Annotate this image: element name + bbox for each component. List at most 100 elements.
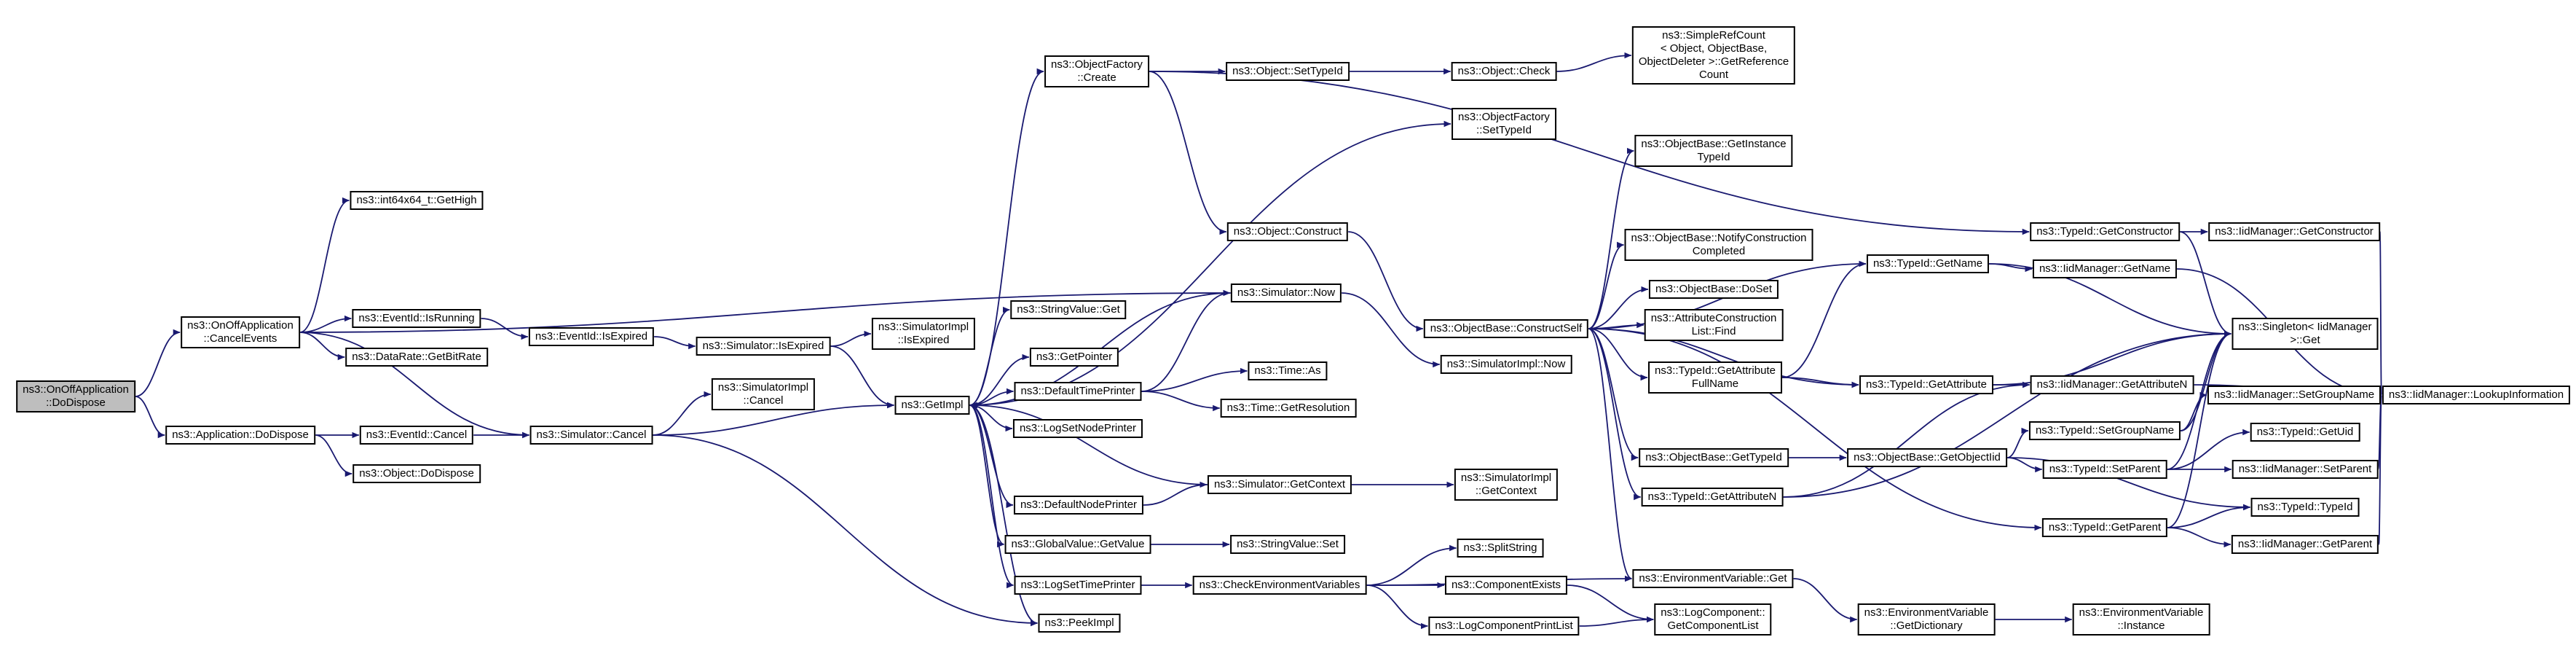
graph-node-iidsetgroupname[interactable]: ns3::IidManager::SetGroupName [2207, 386, 2382, 404]
graph-node-label: ns3::DefaultTimePrinter [1020, 385, 1135, 397]
graph-node-getimpl[interactable]: ns3::GetImpl [894, 396, 970, 415]
graph-node-iidgetname[interactable]: ns3::IidManager::GetName [2032, 259, 2178, 278]
graph-node-typeidgetattribute[interactable]: ns3::TypeId::GetAttribute [1859, 375, 1993, 394]
graph-node-label: ns3::TypeId::GetConstructor [2036, 225, 2173, 238]
graph-node-simisexpired[interactable]: ns3::Simulator::IsExpired [696, 337, 831, 356]
graph-node-typeidgetuid[interactable]: ns3::TypeId::GetUid [2250, 423, 2360, 442]
graph-node-label: ns3::TypeId::GetName [1872, 257, 1983, 270]
graph-node-label: ns3::StringValue::Set [1237, 538, 1339, 550]
graph-node-typeidtypeid[interactable]: ns3::TypeId::TypeId [2250, 498, 2360, 517]
graph-node-eventcancel[interactable]: ns3::EventId::Cancel [359, 426, 474, 445]
graph-node-label: ns3::Object::Construct [1233, 225, 1342, 238]
graph-node-globalgetvalue[interactable]: ns3::GlobalValue::GetValue [1004, 535, 1151, 554]
graph-node-simnow[interactable]: ns3::Simulator::Now [1230, 284, 1342, 302]
graph-node-simcancel[interactable]: ns3::Simulator::Cancel [529, 426, 653, 445]
graph-node-iidgetparent[interactable]: ns3::IidManager::GetParent [2231, 535, 2379, 554]
graph-node-getcomponentlist[interactable]: ns3::LogComponent::GetComponentList [1654, 603, 1772, 636]
graph-node-gethigh[interactable]: ns3::int64x64_t::GetHigh [350, 191, 484, 210]
graph-node-stringvalueset[interactable]: ns3::StringValue::Set [1230, 535, 1345, 554]
graph-node-defaultnodeprinter[interactable]: ns3::DefaultNodePrinter [1013, 496, 1144, 515]
graph-node-label: ns3::GlobalValue::GetValue [1011, 538, 1145, 550]
graph-node-checkenv[interactable]: ns3::CheckEnvironmentVariables [1192, 576, 1367, 595]
graph-node-label: ns3::IidManager::GetAttributeN [2036, 378, 2188, 391]
graph-node-simimplisexpired[interactable]: ns3::SimulatorImpl::IsExpired [871, 318, 976, 350]
call-edge-objcheck-to-getrefcount [1556, 52, 1632, 72]
graph-node-logsetnodeprinter[interactable]: ns3::LogSetNodePrinter [1012, 419, 1143, 438]
graph-node-lookupinfo[interactable]: ns3::IidManager::LookupInformation [2382, 386, 2571, 404]
graph-node-cancelevents[interactable]: ns3::OnOffApplication::CancelEvents [181, 316, 300, 348]
graph-node-getbitrate[interactable]: ns3::DataRate::GetBitRate [345, 348, 488, 367]
graph-node-label: ns3::ComponentExists [1451, 579, 1561, 591]
graph-node-iidgetattributen[interactable]: ns3::IidManager::GetAttributeN [2030, 375, 2194, 394]
call-edge-simcancel-to-simimplcancel [653, 391, 712, 436]
call-edge-constructself-to-objbasegettypeid [1588, 328, 1639, 461]
graph-node-label: ns3::SplitString [1463, 541, 1537, 554]
graph-node-objsettypeid[interactable]: ns3::Object::SetTypeId [1226, 62, 1350, 81]
graph-node-root: ns3::OnOffApplication::DoDispose [16, 380, 135, 412]
graph-node-objconstruct[interactable]: ns3::Object::Construct [1226, 222, 1349, 241]
graph-node-label: ns3::DefaultNodePrinter [1020, 498, 1138, 511]
graph-node-logsettimeprinter[interactable]: ns3::LogSetTimePrinter [1014, 576, 1142, 595]
graph-node-constructself[interactable]: ns3::ObjectBase::ConstructSelf [1423, 319, 1589, 338]
graph-node-iidgetconstructor[interactable]: ns3::IidManager::GetConstructor [2208, 222, 2380, 241]
graph-node-typeidgetattributen[interactable]: ns3::TypeId::GetAttributeN [1641, 488, 1784, 507]
graph-node-iidsetparent[interactable]: ns3::IidManager::SetParent [2232, 460, 2379, 479]
graph-node-simgetcontext[interactable]: ns3::Simulator::GetContext [1207, 475, 1352, 494]
graph-node-label: ns3::OnOffApplication [23, 383, 129, 396]
graph-node-singletonget[interactable]: ns3::Singleton< IidManager>::Get [2232, 318, 2379, 350]
graph-node-typeidgetparent[interactable]: ns3::TypeId::GetParent [2041, 518, 2168, 537]
graph-node-componentexists[interactable]: ns3::ComponentExists [1444, 576, 1568, 595]
graph-node-typeidsetparent[interactable]: ns3::TypeId::SetParent [2042, 460, 2167, 479]
graph-node-timegetresolution[interactable]: ns3::Time::GetResolution [1220, 399, 1357, 418]
graph-node-objcheck[interactable]: ns3::Object::Check [1451, 62, 1557, 81]
graph-node-envgetdictionary[interactable]: ns3::EnvironmentVariable::GetDictionary [1857, 603, 1996, 636]
graph-node-label: Count [1698, 69, 1729, 81]
graph-node-logcomponentprintlist[interactable]: ns3::LogComponentPrintList [1428, 617, 1580, 636]
call-edge-simisexpired-to-simimplisexpired [830, 330, 872, 347]
graph-node-envinstance[interactable]: ns3::EnvironmentVariable::Instance [2072, 603, 2210, 636]
call-edge-root-to-appdodispose [135, 396, 165, 439]
graph-node-objbasegettypeid[interactable]: ns3::ObjectBase::GetTypeId [1639, 448, 1789, 467]
call-edge-simnow-to-simimplnow [1342, 292, 1441, 368]
graph-node-peekimpl[interactable]: ns3::PeekImpl [1038, 614, 1121, 633]
graph-node-stringvalueget[interactable]: ns3::StringValue::Get [1010, 300, 1127, 319]
call-edge-getattrfullname-to-typeidgetattribute [1781, 377, 1859, 388]
graph-node-label: ns3::Time::GetResolution [1226, 402, 1350, 414]
graph-node-typeidgetconstructor[interactable]: ns3::TypeId::GetConstructor [2030, 222, 2180, 241]
graph-node-simimplcancel[interactable]: ns3::SimulatorImpl::Cancel [711, 378, 816, 410]
graph-node-envget[interactable]: ns3::EnvironmentVariable::Get [1632, 569, 1794, 588]
call-edge-constructself-to-getinstancetypeid [1588, 147, 1634, 329]
graph-node-label: ns3::TypeId::TypeId [2257, 501, 2353, 513]
graph-node-objdodispose[interactable]: ns3::Object::DoDispose [352, 464, 481, 483]
graph-node-label: ns3::CheckEnvironmentVariables [1199, 579, 1360, 591]
graph-node-isrunning[interactable]: ns3::EventId::IsRunning [352, 309, 481, 328]
graph-node-getpointer[interactable]: ns3::GetPointer [1029, 348, 1119, 367]
graph-node-label: ns3::Singleton< IidManager [2238, 321, 2372, 333]
graph-node-label: ns3::EnvironmentVariable [1864, 606, 1989, 619]
graph-node-simimplgetcontext[interactable]: ns3::SimulatorImpl::GetContext [1454, 469, 1559, 501]
graph-node-typeidsetgroupname[interactable]: ns3::TypeId::SetGroupName [2028, 421, 2181, 440]
graph-node-simimplnow[interactable]: ns3::SimulatorImpl::Now [1440, 355, 1572, 374]
graph-node-doset[interactable]: ns3::ObjectBase::DoSet [1648, 280, 1779, 299]
graph-node-label: ns3::TypeId::GetAttribute [1866, 378, 1987, 391]
graph-node-splitstring[interactable]: ns3::SplitString [1457, 539, 1544, 558]
graph-node-eventisexpired[interactable]: ns3::EventId::IsExpired [528, 327, 655, 346]
graph-node-appdodispose[interactable]: ns3::Application::DoDispose [165, 426, 315, 445]
graph-node-factorysettypeid[interactable]: ns3::ObjectFactory::SetTypeId [1452, 108, 1556, 140]
graph-node-label: TypeId [1697, 151, 1730, 163]
graph-node-label: ns3::Object::Check [1457, 65, 1551, 77]
graph-node-typeidgetname[interactable]: ns3::TypeId::GetName [1866, 254, 1990, 273]
call-edge-typeidsetparent-to-typeidgetuid [2167, 429, 2250, 470]
graph-node-defaulttimeprinter[interactable]: ns3::DefaultTimePrinter [1014, 382, 1142, 401]
graph-node-label: ::Cancel [743, 394, 784, 407]
graph-node-getrefcount[interactable]: ns3::SimpleRefCount< Object, ObjectBase,… [1631, 26, 1796, 85]
call-edge-typeidgetparent-to-iidgetparent [2167, 527, 2232, 548]
graph-node-factorycreate[interactable]: ns3::ObjectFactory::Create [1044, 55, 1149, 87]
graph-node-getobjectiid[interactable]: ns3::ObjectBase::GetObjectIid [1847, 448, 2007, 467]
graph-node-timeas[interactable]: ns3::Time::As [1248, 361, 1328, 380]
graph-node-label: ns3::IidManager::GetName [2039, 262, 2171, 275]
